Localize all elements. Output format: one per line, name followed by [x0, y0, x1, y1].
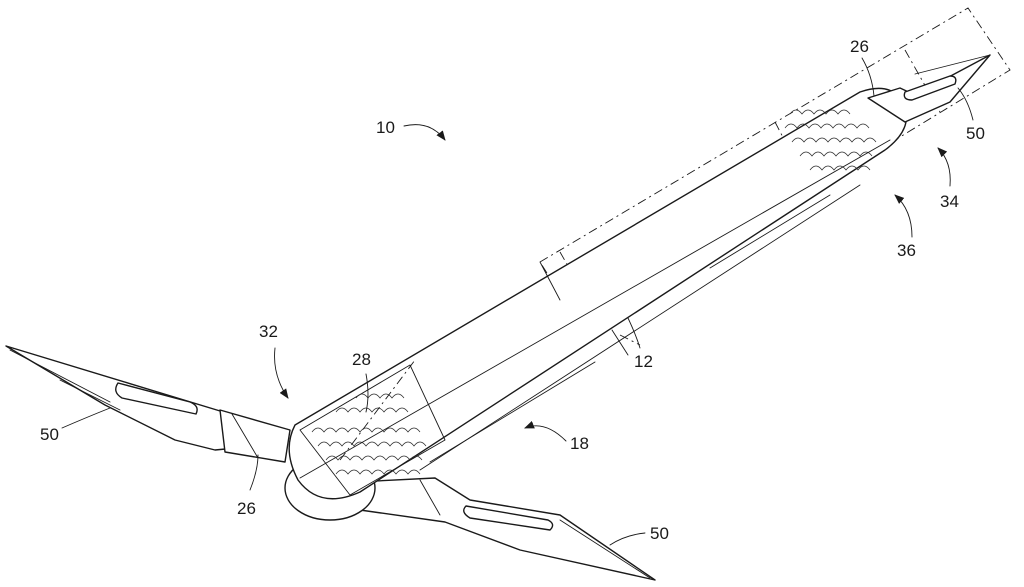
- ref-label-26-top: 26: [850, 37, 869, 56]
- ref-label-18: 18: [570, 434, 589, 453]
- ref-label-34: 34: [940, 192, 959, 211]
- blade-top: [867, 54, 991, 123]
- handle-body: [288, 87, 908, 500]
- blade-left: [5, 345, 291, 463]
- blade-bottom: [354, 477, 656, 581]
- leader-lines: [61, 57, 974, 546]
- ref-label-50-bottom: 50: [650, 524, 669, 543]
- ref-label-50-left: 50: [40, 425, 59, 444]
- ref-label-36: 36: [897, 241, 916, 260]
- ref-label-12: 12: [634, 352, 653, 371]
- ref-label-28: 28: [352, 350, 371, 369]
- ref-label-32: 32: [259, 322, 278, 341]
- ref-label-10: 10: [376, 118, 395, 137]
- knurl-grip-lower: [299, 364, 446, 496]
- knurl-grip-upper: [784, 109, 877, 171]
- pivot-centerline: [339, 359, 416, 461]
- ref-label-26-bottom: 26: [237, 499, 256, 518]
- ref-label-50-top: 50: [966, 124, 985, 143]
